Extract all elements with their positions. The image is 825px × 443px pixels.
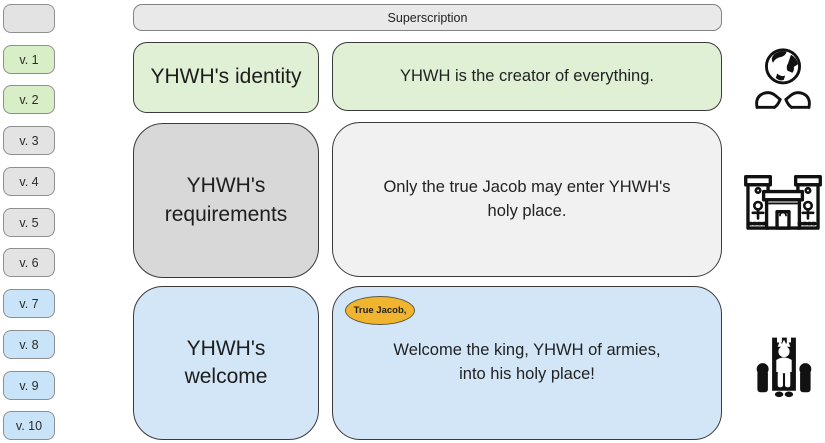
verse-chip-label: v. 2 bbox=[19, 92, 39, 107]
verse-chip-v3: v. 3 bbox=[3, 126, 55, 155]
section-welcome-heading-box: YHWH's welcome bbox=[133, 286, 319, 440]
superscription-bar: Superscription bbox=[133, 4, 722, 31]
verse-chip-label: v. 10 bbox=[15, 418, 43, 433]
badge-label: True Jacob, bbox=[353, 304, 407, 316]
verse-chip-label: v. 5 bbox=[19, 215, 39, 230]
verse-chip-label: v. 3 bbox=[19, 133, 39, 148]
egyptian-temple-icon bbox=[744, 174, 822, 230]
section-requirements-heading-box: YHWH's requirements bbox=[133, 123, 319, 278]
section-heading: YHWH's requirements bbox=[164, 174, 288, 226]
verse-chip-label: v. 7 bbox=[19, 296, 39, 311]
verse-chip-v10: v. 10 bbox=[3, 411, 55, 440]
section-identity-heading-box: YHWH's identity bbox=[133, 42, 319, 113]
verse-chip-v6: v. 6 bbox=[3, 248, 55, 277]
verse-chip-label: v. 8 bbox=[19, 337, 39, 352]
verse-chip-label: v. 6 bbox=[19, 255, 39, 270]
true-jacob-badge: True Jacob, bbox=[345, 296, 415, 325]
verse-chip-v7: v. 7 bbox=[3, 289, 55, 318]
verse-chip-v8: v. 8 bbox=[3, 330, 55, 359]
section-body-text: Welcome the king, YHWH of armies, into h… bbox=[393, 341, 661, 383]
verse-chip-v2: v. 2 bbox=[3, 85, 55, 114]
section-heading: YHWH's identity bbox=[150, 65, 302, 89]
section-heading: YHWH's welcome bbox=[184, 336, 268, 388]
verse-chip-label: v. 9 bbox=[19, 378, 39, 393]
section-identity-body-box: YHWH is the creator of everything. bbox=[332, 42, 722, 111]
section-body-text: YHWH is the creator of everything. bbox=[399, 66, 654, 85]
verse-chip-v5: v. 5 bbox=[3, 208, 55, 237]
earth-in-hands-icon bbox=[755, 48, 811, 109]
verse-chip-v1: v. 1 bbox=[3, 45, 55, 74]
section-welcome-body-box: True Jacob, Welcome the king, YHWH of ar… bbox=[332, 286, 722, 440]
king-on-throne-icon bbox=[756, 337, 812, 398]
section-requirements-body-box: Only the true Jacob may enter YHWH's hol… bbox=[332, 122, 722, 277]
verse-chip-v4: v. 4 bbox=[3, 167, 55, 196]
superscription-label: Superscription bbox=[387, 10, 468, 25]
verse-chip-v9: v. 9 bbox=[3, 371, 55, 400]
section-body-text: Only the true Jacob may enter YHWH's hol… bbox=[383, 177, 671, 220]
verse-chip-label: v. 4 bbox=[19, 174, 39, 189]
verse-chip-label: v. 1 bbox=[19, 52, 39, 67]
verse-chip-superscription bbox=[3, 4, 55, 33]
